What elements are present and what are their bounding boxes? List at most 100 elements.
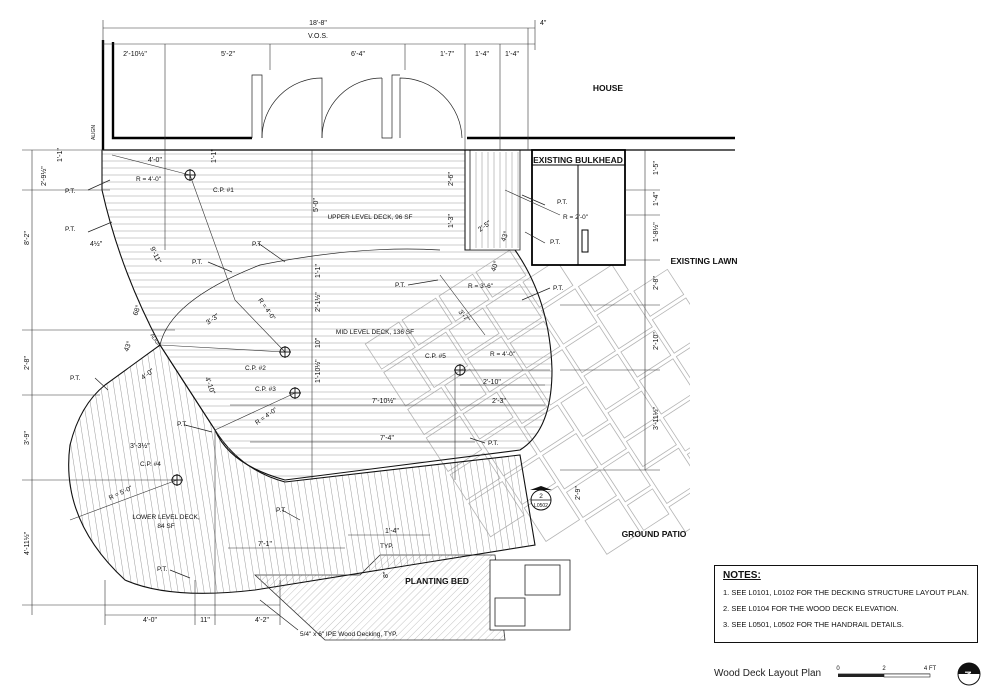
pt-2: P.T. — [65, 226, 76, 233]
radius-bulkhead: R = 2'-0" — [563, 214, 589, 221]
right-dim-4: 2'-8" — [653, 276, 660, 290]
cp2-label: C.P. #2 — [245, 365, 266, 372]
pt-11: P.T. — [488, 440, 499, 447]
overall-dimension: 18'-8" — [309, 20, 327, 27]
right-dim-5: 2'-10" — [653, 332, 660, 350]
dim-2-3: 2'-3" — [492, 398, 506, 405]
scale-bar: 0 2 4 FT — [836, 666, 937, 678]
decking-callout: 5/4" x 6" IPE Wood Decking, TYP. — [300, 631, 398, 638]
dim-43: 43° — [499, 230, 510, 243]
lower-deck-label-1: LOWER LEVEL DECK, — [132, 514, 200, 521]
left-dim-4: 2'-8" — [24, 356, 31, 370]
dim-1-1: 1'-1" — [211, 149, 218, 163]
scale-2: 2 — [882, 666, 886, 672]
radius-cp1: R = 4'-0" — [136, 176, 162, 183]
north-arrow-icon: N — [957, 662, 981, 686]
bottom-dim-3: 4'-2" — [255, 617, 269, 624]
top-dim-1: 2'-10½" — [123, 50, 147, 58]
dim-43b: 43° — [122, 340, 133, 353]
radius-mid-top: R = 3'-6" — [468, 283, 494, 290]
dim-7-10: 7'-10½" — [372, 397, 396, 405]
note-2: 2. SEE L0104 FOR THE WOOD DECK ELEVATION… — [723, 604, 899, 613]
north-label: N — [963, 671, 972, 677]
existing-bulkhead — [531, 149, 626, 266]
dim-4-half: 4½" — [90, 240, 103, 248]
right-dim-6: 3'-11½" — [652, 406, 660, 430]
top-dim-3: 6'-4" — [351, 51, 365, 58]
pt-12: P.T. — [276, 507, 287, 514]
dim-3-3half: 3'-3½" — [130, 442, 150, 450]
lower-deck-label-2: 84 SF — [157, 523, 174, 530]
section-number: 2 — [539, 493, 543, 500]
cp4-label: C.P. #4 — [140, 461, 161, 468]
section-marker: 2 L0502 — [530, 486, 552, 511]
notes-title: NOTES: — [723, 570, 761, 581]
dim-5-0: 5'-0" — [313, 198, 320, 212]
existing-lawn-label: EXISTING LAWN — [670, 256, 737, 266]
planting-bed — [253, 554, 571, 641]
pt-6: P.T. — [557, 199, 568, 206]
dim-40: 40° — [489, 260, 500, 273]
pt-10: P.T. — [177, 421, 188, 428]
notes-panel: NOTES: 1. SEE L0101, L0102 FOR THE DECKI… — [714, 565, 978, 643]
pt-5: P.T. — [395, 282, 406, 289]
top-dim-6: 1'-4" — [505, 51, 519, 58]
typ-label: TYP. — [380, 543, 394, 550]
cp1-label: C.P. #1 — [213, 187, 234, 194]
vos-label: V.O.S. — [308, 33, 328, 40]
pt-1: P.T. — [65, 188, 76, 195]
dim-2-6: 2'-6" — [448, 172, 455, 186]
left-dim-1: 1'-1" — [57, 148, 64, 162]
note-1: 1. SEE L0101, L0102 FOR THE DECKING STRU… — [723, 588, 969, 597]
pt-3: P.T. — [252, 241, 263, 248]
note-3: 3. SEE L0501, L0502 FOR THE HANDRAIL DET… — [723, 620, 904, 629]
top-dim-5: 1'-4" — [475, 51, 489, 58]
dim-8: 8" — [383, 571, 390, 578]
dim-4-10: 4'-10" — [203, 376, 216, 396]
right-dim-2: 1'-4" — [653, 192, 660, 206]
mid-deck-label: MID LEVEL DECK, 136 SF — [336, 329, 414, 336]
left-dim-2: 2'-9½" — [40, 166, 48, 186]
pt-4: P.T. — [192, 259, 203, 266]
left-dim-5: 3'-9" — [24, 431, 31, 445]
radius-cp5: R = 4'-0" — [490, 351, 516, 358]
right-dim-1: 1'-5" — [653, 161, 660, 175]
scale-0: 0 — [836, 666, 840, 672]
radius-cp3: R = 4'-0" — [254, 406, 279, 426]
house-label: HOUSE — [593, 83, 624, 93]
dim-4-0: 4'-0" — [148, 157, 162, 164]
dim-2-1: 2'-1½" — [314, 292, 322, 312]
dim-7-1: 7'-1" — [258, 541, 272, 548]
cp5-label: C.P. #5 — [425, 353, 446, 360]
existing-bulkhead-label: EXISTING BULKHEAD — [533, 155, 623, 165]
house-walls — [101, 40, 735, 151]
pt-9: P.T. — [70, 375, 81, 382]
align-label-2: ALIGN — [148, 333, 162, 349]
center-points — [171, 169, 466, 486]
dim-1-4: 1'-4" — [385, 528, 399, 535]
left-dim-3: 8'-2" — [24, 231, 31, 245]
dimension-lines — [22, 20, 660, 625]
dim-2-9: 2'-9" — [575, 486, 582, 500]
top-dim-2: 5'-2" — [221, 51, 235, 58]
dim-3-3: 3'-3" — [205, 313, 221, 327]
dim-9-11: 9'-11" — [148, 246, 162, 265]
pt-8: P.T. — [553, 285, 564, 292]
dim-7-4: 7'-4" — [380, 435, 394, 442]
drawing-title: Wood Deck Layout Plan — [714, 668, 822, 679]
bottom-dim-1: 4'-0" — [143, 617, 157, 624]
dim-68: 68° — [131, 304, 142, 317]
top-dim-4: 1'-7" — [440, 51, 454, 58]
dim-1-1b: 1'-1" — [315, 264, 322, 278]
right-dim-3: 1'-8½" — [652, 222, 660, 242]
pt-7: P.T. — [550, 239, 561, 246]
section-sheet: L0502 — [534, 503, 548, 509]
pt-13: P.T. — [157, 566, 168, 573]
scale-4ft: 4 FT — [924, 666, 937, 672]
leader-lines — [87, 179, 551, 631]
align-label-1: ALIGN — [91, 125, 97, 140]
dim-10: 10" — [315, 337, 322, 348]
ground-patio-label: GROUND PATIO — [622, 529, 687, 539]
dim-1-10: 1'-10½" — [314, 359, 322, 383]
dim-1-3: 1'-3" — [448, 214, 455, 228]
